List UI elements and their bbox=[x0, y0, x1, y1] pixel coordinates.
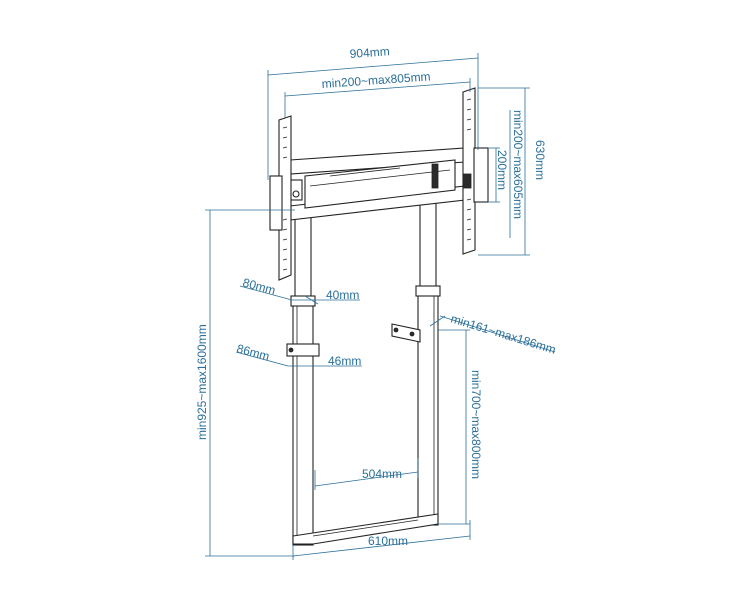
frame-panel bbox=[304, 159, 456, 209]
inner-width-label: 504mm bbox=[362, 467, 402, 481]
overall-height-label: 630mm bbox=[533, 140, 547, 180]
base-crossbar bbox=[292, 513, 439, 545]
stand-structure bbox=[269, 87, 489, 546]
overall-width-label: 904mm bbox=[349, 44, 390, 61]
total-height-label: min925~max1600mm bbox=[195, 324, 209, 440]
upright-width-label: 80mm bbox=[241, 275, 277, 297]
vesa-width-label: min200~max805mm bbox=[321, 69, 431, 91]
dimension-labels: 904mm min200~max805mm 630mm min200~max60… bbox=[195, 44, 558, 548]
left-collar bbox=[290, 295, 316, 307]
right-lower-upright bbox=[417, 289, 439, 526]
left-arm-plate bbox=[269, 175, 283, 231]
dimension-lines bbox=[205, 53, 556, 560]
right-wall-bracket bbox=[391, 323, 421, 343]
right-arm-plate bbox=[473, 147, 489, 203]
vesa-height-label: min200~max605mm bbox=[511, 110, 525, 219]
frame-slot bbox=[431, 163, 439, 189]
right-collar bbox=[415, 285, 441, 297]
lower-depth-label: 46mm bbox=[328, 354, 361, 368]
lower-section-height-label: min700~max800mm bbox=[469, 370, 483, 479]
upright-depth-label: 40mm bbox=[326, 288, 359, 302]
bracket-height-label: 200mm bbox=[495, 150, 509, 190]
left-wall-bracket bbox=[286, 343, 320, 357]
right-upper-upright bbox=[419, 199, 437, 291]
lower-width-label: 86mm bbox=[235, 341, 271, 363]
base-width-label: 610mm bbox=[368, 534, 408, 548]
left-upper-upright bbox=[294, 209, 312, 301]
right-vesa-arm bbox=[462, 87, 476, 255]
wall-offset-label: min161~max186mm bbox=[449, 311, 557, 356]
left-lower-upright bbox=[292, 299, 314, 546]
